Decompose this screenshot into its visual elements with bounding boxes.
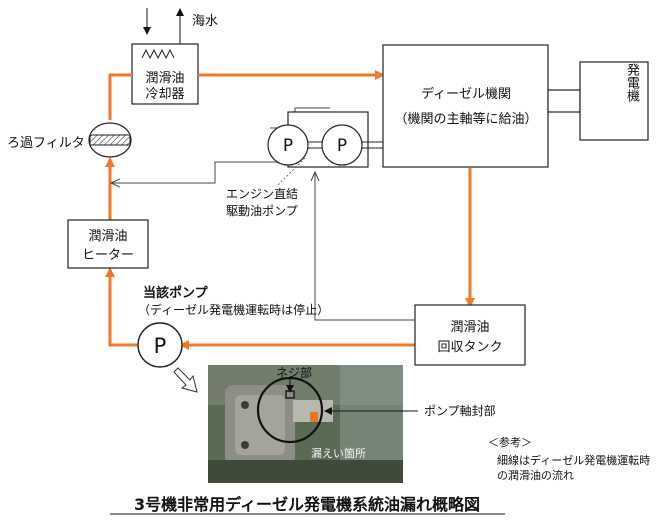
note-title: ＜参考＞ xyxy=(488,435,532,449)
coil-icon xyxy=(141,48,175,60)
engine-pump-p2: P xyxy=(337,136,347,156)
engine-pump-label-1: エンジン直結 xyxy=(226,187,298,201)
leak-label: 漏えい箇所 xyxy=(311,446,366,460)
lube-oil-cooler: 潤滑油 冷却器 xyxy=(131,43,199,105)
tank-label-1: 潤滑油 xyxy=(450,320,489,335)
pump-icon xyxy=(137,322,183,368)
engine-driven-pump: P P エンジン直結 駆動油ポンプ xyxy=(226,111,383,218)
filter-icon xyxy=(89,134,131,146)
diagram-title: 3号機非常用ディーゼル発電機系統油漏れ概略図 xyxy=(134,495,480,514)
target-pump-label-1: 当該ポンプ xyxy=(143,285,209,301)
note-line-1: 細線はディーゼル発電機運転時 xyxy=(497,453,650,467)
cooler-label-1: 潤滑油 xyxy=(145,71,184,86)
seawater-label: 海水 xyxy=(192,14,218,29)
filter: ろ過フィルタ xyxy=(7,122,132,158)
recovery-tank: 潤滑油 回収タンク xyxy=(414,304,526,366)
diesel-engine: ディーゼル機関 （機関の主軸等に給油） xyxy=(382,44,581,168)
target-pump-p: P xyxy=(154,334,167,358)
target-pump-label-2: （ディーゼル発電機運転時は停止） xyxy=(138,302,329,317)
heater-label-1: 潤滑油 xyxy=(88,229,127,244)
seawater-lines: 海水 xyxy=(143,8,218,45)
reference-note: ＜参考＞ 細線はディーゼル発電機運転時 の潤滑油の流れ xyxy=(488,435,650,482)
heater-label-2: ヒーター xyxy=(82,248,134,263)
screw-label: ネジ部 xyxy=(276,365,312,380)
tank-label-2: 回収タンク xyxy=(437,340,502,355)
cooler-label-2: 冷却器 xyxy=(145,87,184,102)
pump-photo: 漏えい箇所 xyxy=(208,365,403,483)
note-line-2: の潤滑油の流れ xyxy=(497,468,574,482)
photo-annotations: ネジ部 ポンプ軸封部 xyxy=(276,365,496,418)
engine-label-1: ディーゼル機関 xyxy=(421,86,511,102)
lube-oil-heater: 潤滑油 ヒーター xyxy=(67,219,149,269)
filter-label: ろ過フィルタ xyxy=(7,136,85,151)
engine-pump-p1: P xyxy=(283,136,293,156)
pump-icon xyxy=(321,124,363,166)
engine-label-2: （機関の主軸等に給油） xyxy=(394,111,537,127)
pump-icon xyxy=(267,124,309,166)
hollow-arrow-icon xyxy=(173,367,198,393)
diesel-generator: ディーゼル 発電機 xyxy=(579,61,670,141)
shaft-seal-label: ポンプ軸封部 xyxy=(424,403,496,418)
main-oil-flow xyxy=(105,70,475,350)
engine-pump-label-2: 駆動油ポンプ xyxy=(226,204,298,218)
target-pump: P 当該ポンプ （ディーゼル発電機運転時は停止） xyxy=(137,285,329,393)
